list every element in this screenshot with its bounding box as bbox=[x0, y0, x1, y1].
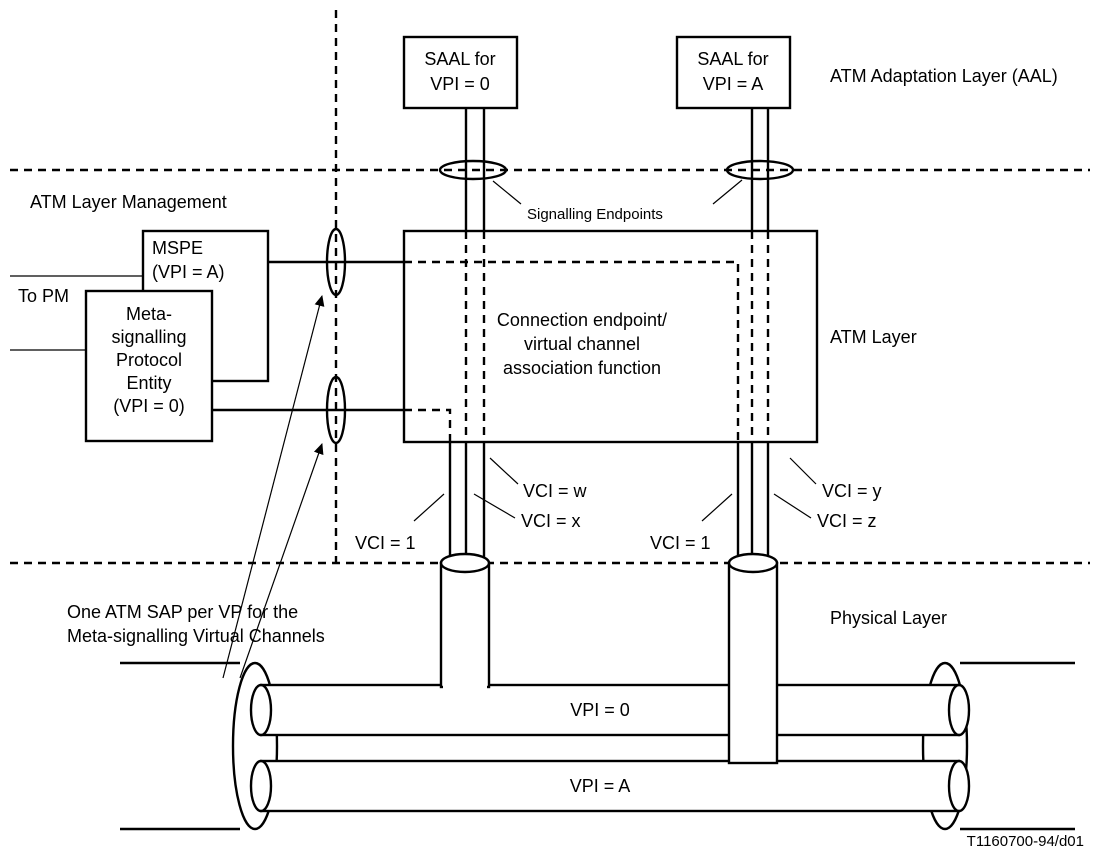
atm-sap-vpi0-ellipse bbox=[325, 375, 347, 445]
saal-vpi0-label-1: SAAL for bbox=[424, 49, 495, 69]
vpiA-pipe-label: VPI = A bbox=[570, 776, 631, 796]
connection-box-label-1: Connection endpoint/ bbox=[497, 310, 667, 330]
vci-1-right-pointer bbox=[701, 493, 733, 522]
meta-entity-label-2: signalling bbox=[111, 327, 186, 347]
mspe-label-2: (VPI = A) bbox=[152, 262, 225, 282]
vci-1-left-label: VCI = 1 bbox=[355, 533, 416, 553]
saal-vpi0-box bbox=[402, 35, 519, 110]
connection-box-label-3: association function bbox=[503, 358, 661, 378]
meta-entity-label-4: Entity bbox=[126, 373, 171, 393]
connection-box-label-2: virtual channel bbox=[524, 334, 640, 354]
saal-vpi0-label-2: VPI = 0 bbox=[430, 74, 490, 94]
vci-w-pointer bbox=[489, 457, 519, 485]
sap-arrow-upper bbox=[222, 295, 325, 679]
mspe-label-1: MSPE bbox=[152, 238, 203, 258]
meta-entity-label-5: (VPI = 0) bbox=[113, 396, 185, 416]
signalling-endpoints-pointer-left bbox=[492, 180, 522, 205]
signalling-endpoints-pointer-right bbox=[712, 179, 743, 205]
vci-x-pointer bbox=[473, 493, 516, 519]
saal-vpiA-label-1: SAAL for bbox=[697, 49, 768, 69]
vci-y-label: VCI = y bbox=[822, 481, 882, 501]
aal-layer-label: ATM Adaptation Layer (AAL) bbox=[830, 66, 1058, 86]
vci-z-label: VCI = z bbox=[817, 511, 877, 531]
signalling-endpoints-label: Signalling Endpoints bbox=[527, 206, 663, 223]
vci-1-right-label: VCI = 1 bbox=[650, 533, 711, 553]
atm-layer-label: ATM Layer bbox=[830, 327, 917, 347]
connection-endpoint-box bbox=[402, 229, 819, 444]
vci-1-left-pointer bbox=[413, 493, 445, 522]
sap-note-line-2: Meta-signalling Virtual Channels bbox=[67, 626, 325, 646]
signalling-endpoint-vpi0-ellipse bbox=[438, 159, 508, 181]
meta-signalling-entity-box bbox=[84, 289, 214, 443]
vpi0-pipe-label: VPI = 0 bbox=[570, 700, 630, 720]
vci-x-label: VCI = x bbox=[521, 511, 581, 531]
layer-management-label: ATM Layer Management bbox=[30, 192, 227, 212]
vci-z-pointer bbox=[773, 493, 812, 519]
meta-entity-label-3: Protocol bbox=[116, 350, 182, 370]
figure-id: T1160700-94/d01 bbox=[967, 833, 1084, 850]
meta-entity-label-1: Meta- bbox=[126, 304, 172, 324]
physical-layer-label: Physical Layer bbox=[830, 608, 947, 628]
saal-vpiA-box bbox=[675, 35, 792, 110]
meta-dashed-path bbox=[404, 408, 452, 442]
physical-layer-pipes bbox=[120, 552, 1075, 831]
sap-arrow-lower bbox=[239, 443, 324, 679]
mspe-dashed-path bbox=[404, 260, 740, 442]
saal-vpiA-label-2: VPI = A bbox=[703, 74, 764, 94]
vci-w-label: VCI = w bbox=[523, 481, 588, 501]
vci-y-pointer bbox=[789, 457, 817, 485]
atm-sap-vpiA-ellipse bbox=[325, 227, 347, 297]
sap-note-line-1: One ATM SAP per VP for the bbox=[67, 602, 298, 622]
to-pm-label: To PM bbox=[18, 286, 69, 306]
signalling-endpoint-vpiA-ellipse bbox=[725, 159, 795, 181]
